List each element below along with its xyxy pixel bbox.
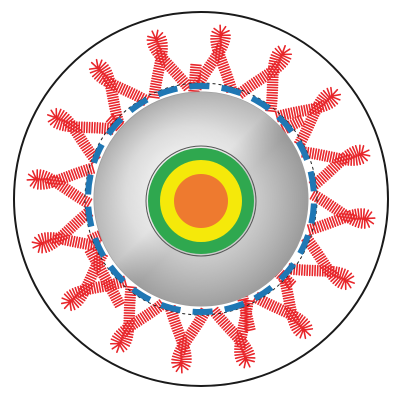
blue-segment-12 — [88, 175, 91, 195]
blue-segment-17 — [189, 86, 209, 87]
blue-segment-11 — [88, 207, 91, 227]
core-orange-center — [174, 174, 228, 228]
blue-segment-6 — [193, 311, 213, 312]
blue-segment-22 — [311, 172, 314, 192]
blue-segment-1 — [311, 204, 314, 224]
